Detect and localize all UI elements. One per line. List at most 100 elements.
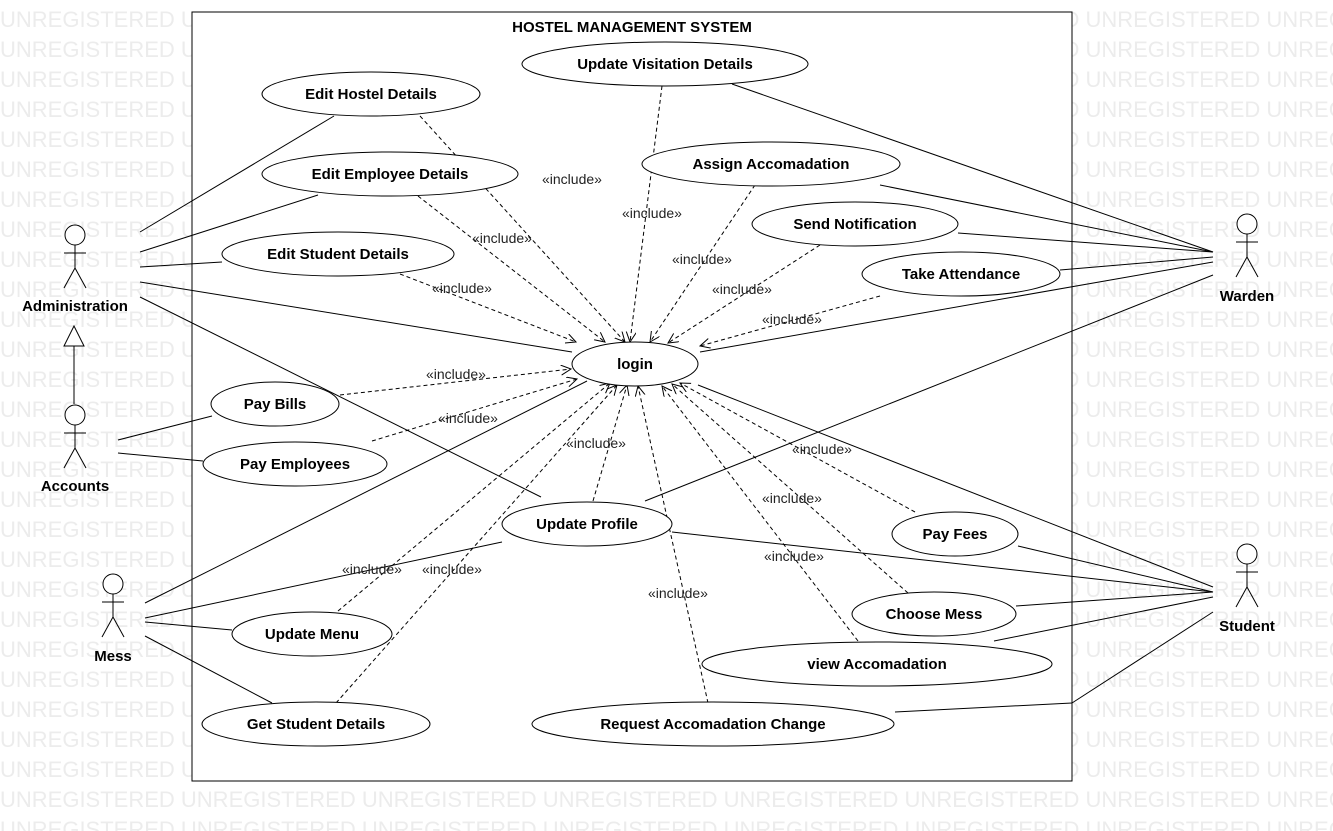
use-case-update-menu[interactable]: Update Menu [231, 611, 393, 657]
watermark-text: UNREGISTERED UNREGISTERED UNREGISTERED U… [0, 787, 1333, 812]
assoc-accounts-pay-employees[interactable] [117, 452, 204, 462]
include-edit-student[interactable] [399, 273, 576, 342]
assoc-mess-get-student[interactable] [144, 635, 273, 704]
include-send-notification[interactable] [668, 244, 821, 343]
include-choose-mess[interactable] [672, 384, 909, 594]
include-label: «include» [792, 441, 852, 457]
use-case-label: Choose Mess [886, 606, 983, 623]
include-update-menu[interactable] [337, 383, 610, 612]
use-case-edit-employee[interactable]: Edit Employee Details [261, 151, 519, 197]
use-case-send-notification[interactable]: Send Notification [751, 201, 959, 247]
assoc-accounts-pay-bills[interactable] [117, 415, 213, 441]
use-case-label: Edit Student Details [267, 246, 409, 263]
assoc-warden-update-profile[interactable] [644, 274, 1214, 502]
assoc-admin-login[interactable] [139, 281, 573, 353]
actor-student[interactable] [1235, 543, 1259, 608]
include-label: «include» [542, 171, 602, 187]
use-case-edit-hostel[interactable]: Edit Hostel Details [261, 71, 481, 117]
include-label: «include» [438, 410, 498, 426]
system-title: HOSTEL MANAGEMENT SYSTEM [512, 19, 752, 36]
use-case-view-accomodation[interactable]: view Accomadation [701, 641, 1053, 687]
use-case-label: Get Student Details [247, 716, 385, 733]
assoc-admin-edit-student[interactable] [139, 261, 223, 268]
assoc-warden-assign-accomodation[interactable] [879, 184, 1214, 253]
actor-label-accounts: Accounts [41, 478, 109, 495]
assoc-warden-take-attendance[interactable] [1059, 256, 1214, 271]
assoc-admin-edit-hostel[interactable] [139, 115, 335, 233]
assoc-student-request-change[interactable] [1071, 611, 1214, 704]
actor-mess[interactable] [101, 573, 125, 638]
associations [117, 83, 1214, 713]
use-case-label: Pay Bills [244, 396, 307, 413]
assoc-mess-login[interactable] [144, 380, 588, 604]
use-case-choose-mess[interactable]: Choose Mess [851, 591, 1017, 637]
include-request-change[interactable] [638, 386, 709, 704]
use-case-label: view Accomadation [807, 656, 946, 673]
assoc-student-view-accomodation[interactable] [993, 596, 1214, 642]
include-label: «include» [426, 366, 486, 382]
include-label: «include» [566, 435, 626, 451]
assoc-mess-update-menu[interactable] [144, 621, 233, 631]
include-label: «include» [622, 205, 682, 221]
assoc-mess-update-profile[interactable] [144, 541, 503, 619]
actor-accounts[interactable] [63, 404, 87, 469]
assoc-admin-update-profile[interactable] [139, 296, 542, 498]
include-pay-employees[interactable] [371, 379, 577, 442]
include-update-visitation[interactable] [630, 85, 663, 342]
include-pay-fees[interactable] [680, 383, 916, 513]
assoc-student-request-change-2[interactable] [894, 702, 1073, 713]
include-assign-accomodation[interactable] [650, 184, 756, 342]
use-case-assign-accomodation[interactable]: Assign Accomadation [641, 141, 901, 187]
actor-label-warden: Warden [1220, 288, 1274, 305]
actor-label-administration: Administration [22, 298, 128, 315]
use-case-label: Pay Employees [240, 456, 350, 473]
use-case-label: Edit Employee Details [312, 166, 469, 183]
watermark-text: UNREGISTERED UNREGISTERED UNREGISTERED U… [0, 817, 1333, 831]
actor-warden[interactable] [1235, 213, 1259, 278]
assoc-student-choose-mess[interactable] [1015, 591, 1214, 607]
include-label: «include» [762, 311, 822, 327]
include-label: «include» [432, 280, 492, 296]
include-update-profile[interactable] [592, 385, 627, 502]
assoc-student-login[interactable] [697, 384, 1214, 588]
use-case-take-attendance[interactable]: Take Attendance [861, 251, 1061, 297]
assoc-warden-update-visitation[interactable] [731, 83, 1214, 253]
include-label: «include» [472, 230, 532, 246]
include-dependencies [335, 85, 916, 704]
include-edit-hostel[interactable] [419, 115, 625, 342]
include-take-attendance[interactable] [700, 295, 881, 346]
use-case-get-student-details[interactable]: Get Student Details [201, 701, 431, 747]
include-label: «include» [672, 251, 732, 267]
include-pay-bills[interactable] [339, 369, 571, 396]
include-edit-employee[interactable] [417, 195, 605, 342]
use-case-pay-employees[interactable]: Pay Employees [202, 441, 388, 487]
use-case-edit-student[interactable]: Edit Student Details [221, 231, 455, 277]
use-case-label: Update Profile [536, 516, 638, 533]
generalization-accounts-administration [63, 324, 85, 404]
use-case-update-visitation[interactable]: Update Visitation Details [521, 41, 809, 87]
use-case-label: Edit Hostel Details [305, 86, 437, 103]
include-label: «include» [422, 561, 482, 577]
include-label: «include» [764, 548, 824, 564]
include-view-accomodation[interactable] [662, 386, 859, 642]
include-label: «include» [762, 490, 822, 506]
assoc-warden-send-notification[interactable] [957, 232, 1214, 253]
actor-administration[interactable] [63, 224, 87, 289]
include-labels: «include» «include» «include» «include» … [342, 171, 852, 601]
assoc-student-update-profile[interactable] [671, 531, 1214, 593]
use-case-label: login [617, 356, 653, 373]
include-get-student[interactable] [335, 385, 617, 704]
use-case-pay-fees[interactable]: Pay Fees [891, 511, 1019, 557]
include-label: «include» [342, 561, 402, 577]
actor-label-mess: Mess [94, 648, 132, 665]
assoc-student-pay-fees[interactable] [1017, 545, 1214, 593]
use-case-label: Assign Accomadation [693, 156, 850, 173]
use-case-pay-bills[interactable]: Pay Bills [210, 381, 340, 427]
assoc-admin-edit-employee[interactable] [139, 194, 319, 253]
use-case-update-profile[interactable]: Update Profile [501, 501, 673, 547]
use-case-request-accomodation-change[interactable]: Request Accomadation Change [531, 701, 895, 747]
use-case-label: Send Notification [793, 216, 916, 233]
assoc-warden-login[interactable] [699, 261, 1214, 353]
use-case-login[interactable]: login [571, 341, 699, 387]
